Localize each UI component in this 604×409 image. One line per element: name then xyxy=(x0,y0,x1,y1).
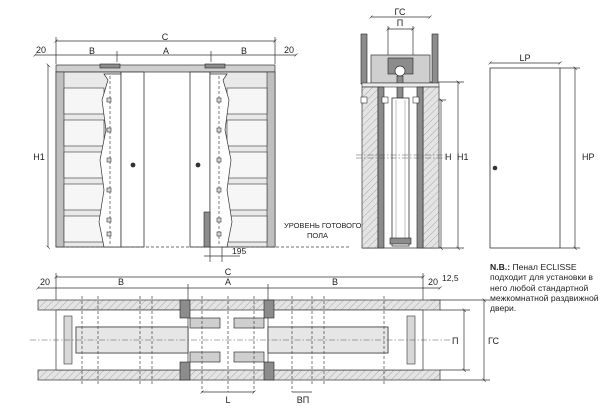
top-rail xyxy=(55,64,276,73)
dim-p-side-label: П xyxy=(397,18,403,28)
door-outline xyxy=(489,67,561,249)
dim-b-right-label: B xyxy=(241,46,247,56)
floor-level-label-line1: УРОВЕНЬ ГОТОВОГО xyxy=(284,221,362,230)
dim-20-plan-left-label: 20 xyxy=(40,277,50,287)
dim-h-side-label: H xyxy=(445,152,452,162)
door-elevation: LP HP xyxy=(490,53,595,248)
door-leaf-section xyxy=(391,97,410,247)
dim-12-5-label: 12,5 xyxy=(442,273,459,283)
dim-lp-label: LP xyxy=(519,53,530,63)
door-handle-icon xyxy=(492,165,498,171)
dim-20-right-label: 20 xyxy=(284,45,294,55)
dim-vp-label: ВП xyxy=(297,395,309,405)
dim-b-left-label: B xyxy=(89,46,95,56)
dim-h1-side-label: H1 xyxy=(457,152,469,162)
left-pocket-frame xyxy=(55,71,122,248)
wall-left-hatch xyxy=(361,86,379,249)
note-text: Пенал ECLISSE подходит для установки в н… xyxy=(490,262,599,314)
roller-icon xyxy=(394,65,406,77)
right-door-handle-icon xyxy=(195,162,201,168)
front-elevation: C B A B 20 20 H1 xyxy=(33,32,362,262)
dim-h1-front-label: H1 xyxy=(33,152,45,162)
plan-wall-top xyxy=(37,299,441,311)
plan-section: C 20 B A B 20 12,5 xyxy=(30,267,499,405)
dim-c-label: C xyxy=(162,32,169,42)
dim-20-plan-right-label: 20 xyxy=(428,277,438,287)
dim-a-label: A xyxy=(163,46,169,56)
side-section: ГС П H H1 xyxy=(356,7,469,248)
right-pocket-frame xyxy=(203,71,276,248)
dim-gs-side-label: ГС xyxy=(395,7,406,17)
dim-195-label: 195 xyxy=(232,246,246,256)
dim-20-left-label: 20 xyxy=(36,45,46,55)
wall-right-hatch xyxy=(422,86,440,249)
dim-c-plan-label: C xyxy=(225,267,232,277)
dim-gs-plan-label: ГС xyxy=(488,336,499,346)
dim-hp-label: HP xyxy=(582,152,595,162)
plan-wall-bottom xyxy=(37,369,441,381)
left-door-handle-icon xyxy=(130,162,136,168)
dim-p-plan-label: П xyxy=(452,336,458,346)
dim-b-plan-right-label: B xyxy=(332,277,338,287)
floor-level-label-line2: ПОЛА xyxy=(307,231,328,240)
dim-l-label: L xyxy=(225,395,230,405)
dim-b-plan-left-label: B xyxy=(118,277,124,287)
installation-note: N.B.: Пенал ECLISSE подходит для установ… xyxy=(490,262,602,313)
dim-a-plan-label: A xyxy=(225,277,231,287)
left-door-leaf xyxy=(120,71,145,248)
note-prefix: N.B.: xyxy=(490,262,511,272)
